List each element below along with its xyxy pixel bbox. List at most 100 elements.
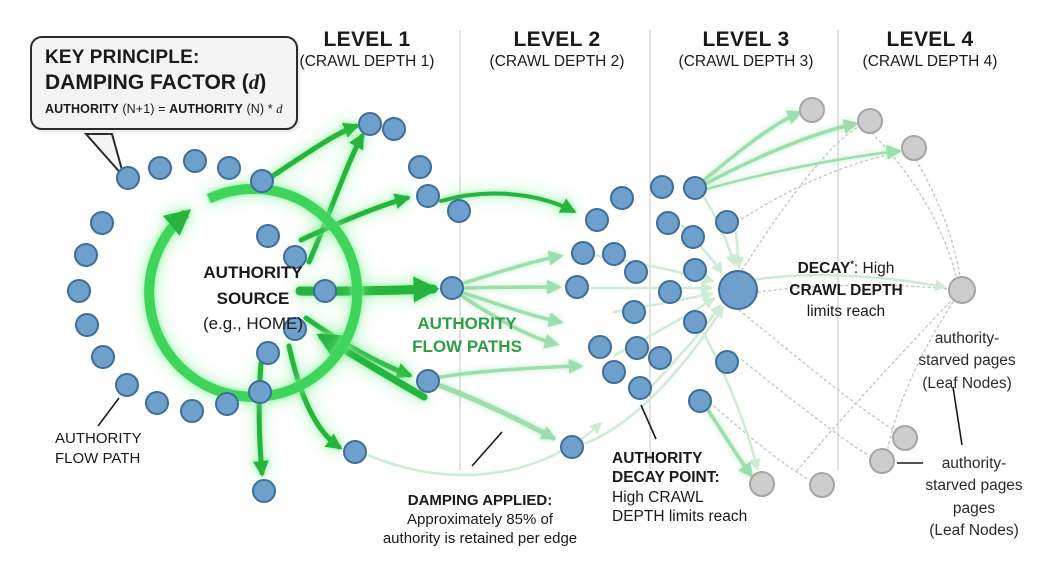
- page-node-blue: [283, 245, 307, 269]
- page-node-blue: [447, 199, 471, 223]
- page-node-blue: [148, 156, 172, 180]
- edge-light: [705, 144, 902, 191]
- edge-light: [463, 279, 562, 295]
- edge-faint: [750, 273, 947, 292]
- edge-light: [438, 383, 557, 441]
- level-2-header: LEVEL 2 (CRAWL DEPTH 2): [489, 28, 625, 70]
- page-node-blue: [180, 399, 204, 423]
- page-node-blue: [248, 380, 272, 404]
- page-node-blue: [681, 225, 705, 249]
- edge-dotted: [736, 151, 901, 223]
- damping-formula: AUTHORITY (N+1) = AUTHORITY (N) * d: [45, 102, 283, 116]
- page-node-blue: [217, 156, 241, 180]
- page-node-blue: [628, 376, 652, 400]
- edge-dotted: [713, 405, 809, 480]
- key-principle-callout: KEY PRINCIPLE: DAMPING FACTOR (d) AUTHOR…: [30, 36, 298, 130]
- page-node-blue: [215, 392, 239, 416]
- decay-label: DECAY*: High CRAWL DEPTH limits reach: [789, 259, 903, 320]
- edge-bold: [259, 122, 360, 186]
- page-node-blue: [283, 317, 307, 341]
- page-node-blue: [382, 117, 406, 141]
- page-node-blue: [408, 155, 432, 179]
- page-node-blue: [183, 149, 207, 173]
- page-node-blue: [683, 176, 707, 200]
- edge-light: [438, 358, 584, 379]
- page-node-blue: [416, 369, 440, 393]
- edge-faint: [584, 305, 724, 445]
- edge-faint: [732, 230, 745, 269]
- page-node-blue: [116, 166, 140, 190]
- annotation-callout-line: [640, 404, 657, 440]
- authority-flow-paths-label: AUTHORITY FLOW PATHS: [412, 314, 522, 356]
- page-node-blue: [688, 389, 712, 413]
- edge-dotted: [915, 159, 961, 277]
- page-node-starved: [799, 97, 825, 123]
- page-node-blue: [75, 313, 99, 337]
- page-node-blue: [683, 258, 707, 282]
- page-node-starved: [869, 448, 895, 474]
- page-node-starved: [857, 108, 883, 134]
- page-node-blue: [650, 175, 674, 199]
- authority-source-label: AUTHORITY SOURCE (e.g., HOME): [202, 263, 304, 333]
- page-node-blue: [343, 440, 367, 464]
- damping-applied-label: DAMPING APPLIED: Approximately 85% of au…: [382, 492, 578, 548]
- page-node-blue: [624, 260, 648, 284]
- edge-dotted: [887, 301, 954, 449]
- page-node-blue: [358, 112, 382, 136]
- edge-light: [460, 294, 560, 349]
- damping-factor-title: DAMPING FACTOR (d): [45, 70, 267, 94]
- authority-decay-point-label: AUTHORITY DECAY POINT: High CRAWL DEPTH …: [612, 450, 748, 526]
- annotation-callout-line: [471, 431, 503, 467]
- page-node-blue: [440, 276, 464, 300]
- page-node-blue: [683, 310, 707, 334]
- page-node-blue: [67, 279, 91, 303]
- level-3-header: LEVEL 3 (CRAWL DEPTH 3): [678, 28, 814, 70]
- page-node-blue: [565, 275, 589, 299]
- page-node-blue: [648, 346, 672, 370]
- page-node-blue: [625, 336, 649, 360]
- edge-bold: [316, 333, 428, 401]
- page-node-blue: [585, 208, 609, 232]
- edge-bold: [439, 191, 577, 213]
- page-node-starved: [892, 425, 918, 451]
- edge-dotted: [757, 284, 949, 293]
- page-node-blue: [602, 242, 626, 266]
- page-node-blue: [622, 300, 646, 324]
- page-node-blue: [610, 186, 634, 210]
- page-node-blue: [715, 350, 739, 374]
- level-1-header: LEVEL 1 (CRAWL DEPTH 1): [299, 28, 435, 70]
- page-node-blue: [656, 211, 680, 235]
- page-node-blue: [571, 241, 595, 265]
- edge-dotted: [738, 309, 895, 431]
- page-node-blue: [602, 360, 626, 384]
- edge-dotted: [741, 359, 869, 456]
- page-node-blue: [90, 211, 114, 235]
- authority-flow-path-label: AUTHORITY FLOW PATH: [55, 430, 142, 467]
- page-node-blue: [252, 479, 276, 503]
- page-node-starved: [948, 276, 976, 304]
- page-node-starved: [809, 472, 835, 498]
- edge-light: [703, 118, 859, 186]
- edge-dotted: [701, 112, 801, 184]
- edge-faint: [700, 328, 761, 471]
- callout-bubble-tail: [83, 133, 125, 178]
- edge-dotted: [795, 301, 951, 473]
- page-node-starved: [749, 471, 775, 497]
- edge-bold: [252, 360, 269, 477]
- page-node-blue: [560, 435, 584, 459]
- annotation-callout-line: [952, 386, 963, 446]
- page-node-blue: [588, 335, 612, 359]
- page-node-blue: [115, 373, 139, 397]
- edge-dotted: [741, 126, 859, 271]
- page-node-blue: [416, 184, 440, 208]
- edge-light: [704, 405, 754, 479]
- page-node-blue: [718, 270, 758, 310]
- authority-ring-arrow: [144, 183, 363, 402]
- page-node-blue: [256, 341, 280, 365]
- level-4-header: LEVEL 4 (CRAWL DEPTH 4): [862, 28, 998, 70]
- page-node-blue: [256, 224, 280, 248]
- annotation-callout-line: [97, 397, 120, 427]
- edge-light: [701, 110, 803, 183]
